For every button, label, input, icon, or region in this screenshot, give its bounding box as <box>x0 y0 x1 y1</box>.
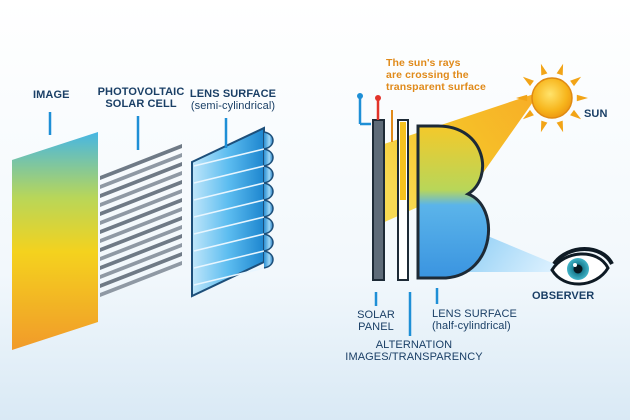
cell-slat <box>100 216 182 252</box>
lens-ridge <box>263 199 274 218</box>
cell-slat <box>100 225 182 261</box>
lens-ridge <box>263 233 274 252</box>
minus-terminal-icon <box>375 95 381 120</box>
alternation-image-part <box>400 122 406 200</box>
sun-ray <box>556 63 564 76</box>
sun-ray <box>556 120 564 133</box>
observer-label: OBSERVER <box>532 290 595 302</box>
image-layer <box>12 132 98 350</box>
lens-ridge-highlight <box>193 199 265 218</box>
sun-icon <box>516 63 588 133</box>
lens-ridge-highlight <box>193 216 265 235</box>
sun-ray <box>570 76 582 87</box>
solar-panel-label: SOLAR PANEL <box>357 309 395 333</box>
sun-label: SUN <box>584 108 608 120</box>
sun-ray <box>516 94 528 102</box>
lens-surface-sub: (semi-cylindrical) <box>190 100 276 112</box>
lens-ridge-highlight <box>193 250 265 269</box>
lens-ridge-highlight <box>193 165 265 184</box>
cell-slat <box>100 198 182 234</box>
lens-ridge <box>263 250 274 269</box>
eye-icon <box>550 247 614 286</box>
lens-ridge <box>263 216 274 235</box>
lens-ridge-highlight <box>193 182 265 201</box>
cell-slat <box>100 180 182 216</box>
cell-slat <box>100 144 182 180</box>
lens-ridge-highlight <box>193 233 265 252</box>
lens-ridge <box>263 148 274 167</box>
lens-surface-title: LENS SURFACE <box>189 88 277 100</box>
lens-ridge <box>263 182 274 201</box>
lens-ridge-highlight <box>193 148 265 167</box>
cell-slat <box>100 171 182 207</box>
sun-ray <box>540 63 548 76</box>
lens-half-cylindrical <box>416 124 490 280</box>
image-label: IMAGE <box>33 89 70 101</box>
cell-slat <box>100 162 182 198</box>
cell-slat <box>100 243 182 279</box>
plus-terminal-icon <box>357 93 371 126</box>
sun-ray <box>570 109 582 120</box>
lens-right-title: LENS SURFACE <box>432 308 517 320</box>
solar-panel-bar <box>372 119 385 281</box>
cell-slat <box>100 252 182 288</box>
lens-surface-layer <box>191 126 274 298</box>
cell-slat <box>100 234 182 270</box>
cell-slat <box>100 207 182 243</box>
lens-right-sub: (half-cylindrical) <box>432 320 511 332</box>
sun-ray <box>522 109 534 120</box>
lens-ridge <box>263 131 274 150</box>
cell-slat <box>100 153 182 189</box>
photovoltaic-cell-layer <box>100 144 182 297</box>
sun-ray <box>522 76 534 87</box>
cell-slat <box>100 261 182 297</box>
alternation-label: ALTERNATION IMAGES/TRANSPARENCY <box>345 339 483 363</box>
sun-ray <box>576 94 588 102</box>
sun-ray <box>540 120 548 133</box>
photovoltaic-cell-label: PHOTOVOLTAIC SOLAR CELL <box>97 86 185 110</box>
lens-ridge-highlight <box>193 267 265 286</box>
lens-ridge <box>263 165 274 184</box>
rays-note: The sun's rays are crossing the transpar… <box>386 57 486 93</box>
cell-slat <box>100 189 182 225</box>
